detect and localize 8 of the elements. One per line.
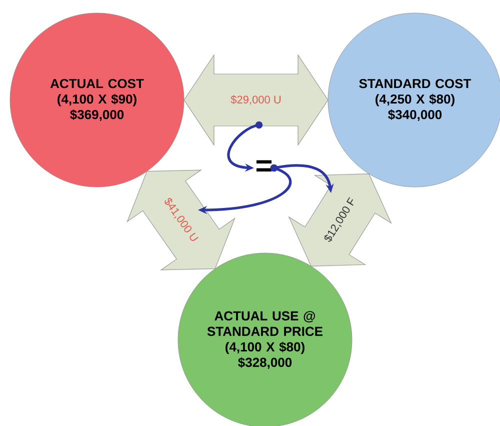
- double-arrow: [126, 170, 236, 270]
- circle-node: ACTUAL USE @ STANDARD PRICE (4,100 X $80) $328,000: [178, 252, 352, 426]
- edge-label: $29,000 U: [230, 94, 282, 106]
- double-arrow: [288, 173, 392, 267]
- equals-sign: =: [256, 160, 272, 172]
- double-arrow: [184, 54, 328, 146]
- circle-node: ACTUAL COST (4,100 X $90) $369,000: [10, 12, 184, 188]
- circle-node: STANDARD COST (4,250 X $80) $340,000: [328, 12, 500, 188]
